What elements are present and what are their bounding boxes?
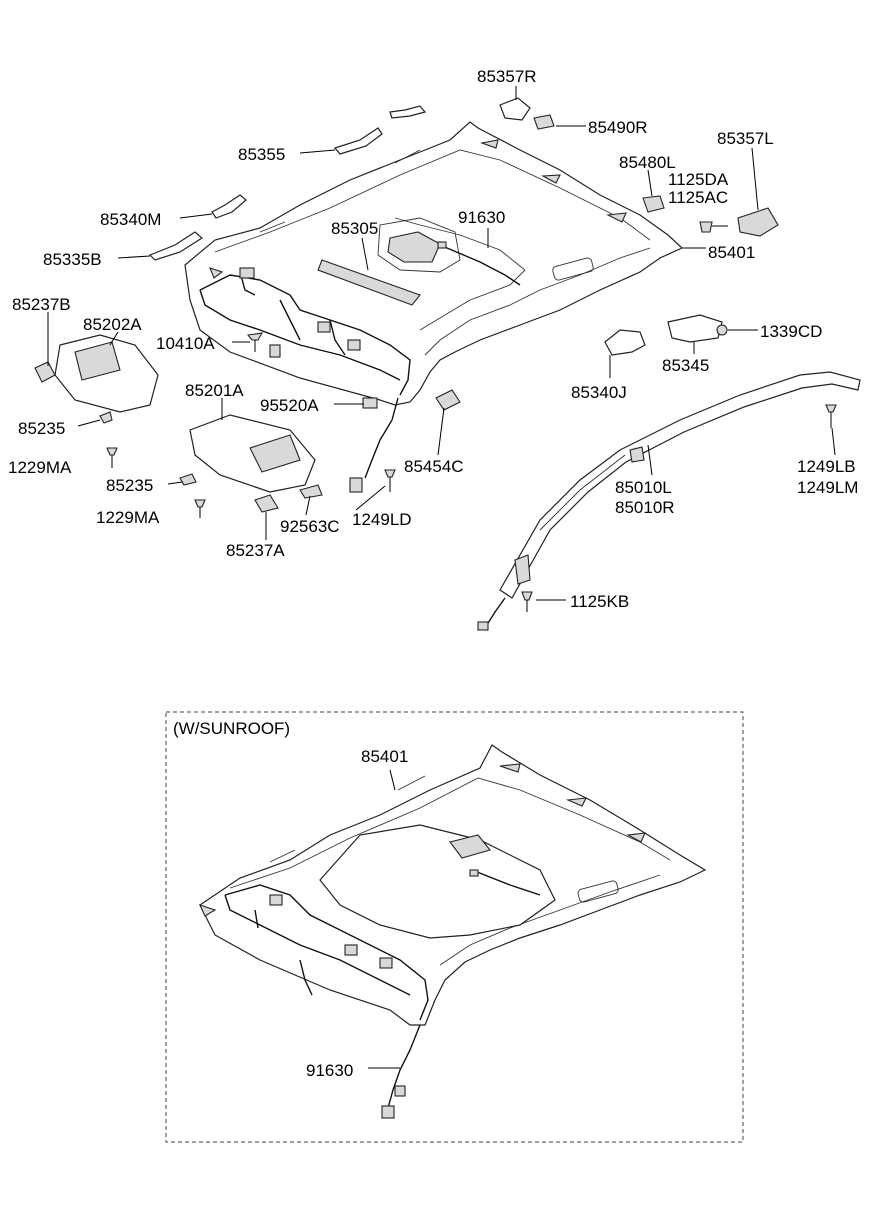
label-10410A: 10410A [156, 334, 215, 353]
curtain-airbag [477, 371, 861, 631]
connector-shape [349, 477, 363, 493]
sunvisor-right [179, 414, 323, 513]
sunroof-dashed-frame [165, 711, 744, 1143]
label-85010R: 85010R [615, 498, 675, 517]
label-85235-b: 85235 [106, 476, 153, 495]
label-85235-a: 85235 [18, 419, 65, 438]
label-85237B: 85237B [12, 295, 71, 314]
label-85201A: 85201A [185, 381, 244, 400]
label-85345: 85345 [662, 356, 709, 375]
label-92563C: 92563C [280, 517, 340, 536]
label-1229MA-a: 1229MA [8, 458, 72, 477]
label-85335B: 85335B [43, 250, 102, 269]
label-1249LM: 1249LM [797, 478, 858, 497]
label-85355: 85355 [238, 145, 285, 164]
part-labels: 85357R 85490R 85357L 85355 85480L 1125DA… [8, 67, 858, 611]
headlining-main [184, 121, 684, 493]
label-85454C: 85454C [404, 457, 464, 476]
label-1229MA-b: 1229MA [96, 508, 160, 527]
label-1339CD: 1339CD [760, 322, 822, 341]
label-85357L: 85357L [717, 129, 774, 148]
sunroof-section: (W/SUNROOF) 85401 91630 [165, 711, 744, 1143]
label-85480L: 85480L [619, 153, 676, 172]
label-85357R: 85357R [477, 67, 537, 86]
label-85305: 85305 [331, 219, 378, 238]
label-1125AC: 1125AC [668, 188, 728, 207]
label-85202A: 85202A [83, 315, 142, 334]
label-85340M: 85340M [100, 210, 161, 229]
sunroof-label-91630: 91630 [306, 1061, 353, 1080]
label-85237A: 85237A [226, 541, 285, 560]
label-1249LB: 1249LB [797, 457, 856, 476]
sunvisor-left [34, 334, 159, 424]
fasteners [106, 221, 837, 612]
label-1125KB: 1125KB [570, 592, 629, 611]
grab-handles [148, 105, 427, 261]
top-right-parts [499, 97, 779, 356]
label-85340J: 85340J [571, 383, 627, 402]
leader-lines [47, 86, 836, 601]
label-85401: 85401 [708, 243, 755, 262]
sunroof-section-title: (W/SUNROOF) [173, 719, 290, 738]
label-91630: 91630 [458, 208, 505, 227]
label-85010L: 85010L [615, 478, 672, 497]
label-1125DA: 1125DA [668, 170, 729, 189]
sunroof-label-85401: 85401 [361, 747, 408, 766]
label-95520A: 95520A [260, 396, 319, 415]
label-1249LD: 1249LD [352, 510, 412, 529]
label-85490R: 85490R [588, 118, 648, 137]
